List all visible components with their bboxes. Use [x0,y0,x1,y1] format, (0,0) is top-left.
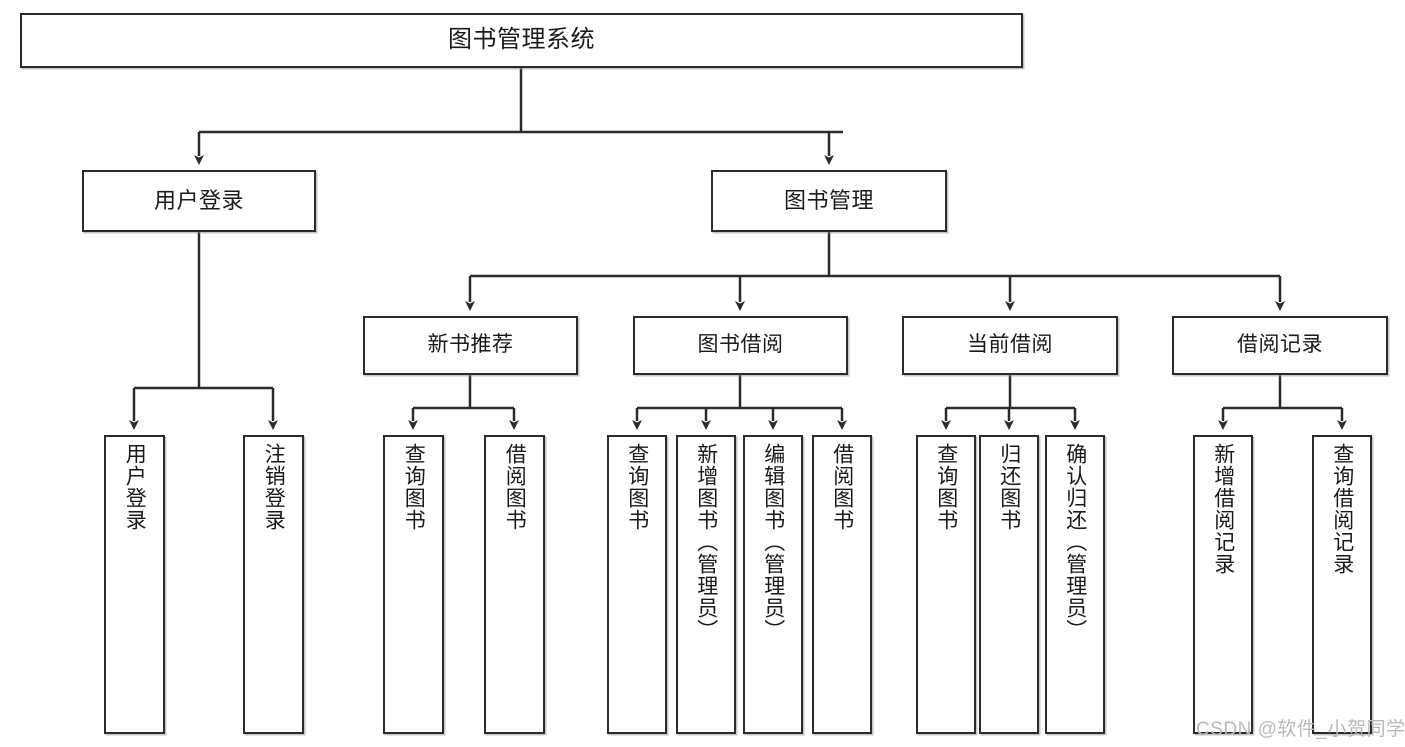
node-current-borrow-label: 当前借阅 [967,333,1053,357]
leaf-add-book-admin-label: 新增图书（管理员） [694,443,718,641]
leaf-return-book[interactable]: 归还图书 [979,435,1039,734]
node-new-book-recommendation-label: 新书推荐 [427,333,514,357]
node-root-label: 图书管理系统 [448,26,595,54]
leaf-query-book-current[interactable]: 查询图书 [916,435,976,734]
leaf-user-login[interactable]: 用户登录 [104,435,165,734]
node-book-borrow-label: 图书借阅 [697,333,784,357]
leaf-borrow-book-recommend-label: 借阅图书 [503,443,527,531]
node-new-book-recommendation[interactable]: 新书推荐 [363,316,578,375]
leaf-confirm-return-admin-label: 确认归还（管理员） [1063,443,1087,641]
leaf-query-book-recommend[interactable]: 查询图书 [383,435,444,734]
node-borrow-record-label: 借阅记录 [1237,333,1323,357]
leaf-query-book-borrow[interactable]: 查询图书 [607,435,667,734]
leaf-logout-label: 注销登录 [262,443,286,531]
leaf-return-book-label: 归还图书 [997,443,1021,531]
node-root-book-management-system[interactable]: 图书管理系统 [20,13,1023,68]
node-borrow-record[interactable]: 借阅记录 [1172,316,1388,375]
leaf-query-book-current-label: 查询图书 [934,443,958,531]
node-book-management[interactable]: 图书管理 [711,170,947,232]
node-book-borrow[interactable]: 图书借阅 [633,316,848,375]
leaf-borrow-book-recommend[interactable]: 借阅图书 [484,435,545,734]
leaf-add-borrow-record-label: 新增借阅记录 [1211,443,1235,575]
node-current-borrow[interactable]: 当前借阅 [902,316,1118,375]
leaf-query-book-recommend-label: 查询图书 [402,443,426,531]
leaf-user-login-label: 用户登录 [123,443,147,531]
leaf-edit-book-admin[interactable]: 编辑图书（管理员） [743,435,803,734]
leaf-logout[interactable]: 注销登录 [243,435,304,734]
leaf-add-borrow-record[interactable]: 新增借阅记录 [1193,435,1253,734]
node-user-login[interactable]: 用户登录 [82,170,316,232]
leaf-edit-book-admin-label: 编辑图书（管理员） [761,443,785,641]
leaf-query-borrow-record[interactable]: 查询借阅记录 [1312,435,1372,734]
leaf-borrow-book[interactable]: 借阅图书 [812,435,872,734]
leaf-confirm-return-admin[interactable]: 确认归还（管理员） [1045,435,1105,734]
leaf-query-book-borrow-label: 查询图书 [625,443,649,531]
node-book-management-label: 图书管理 [783,188,874,214]
node-user-login-label: 用户登录 [153,188,244,214]
leaf-borrow-book-label: 借阅图书 [830,443,854,531]
leaf-add-book-admin[interactable]: 新增图书（管理员） [676,435,736,734]
leaf-query-borrow-record-label: 查询借阅记录 [1330,443,1354,575]
